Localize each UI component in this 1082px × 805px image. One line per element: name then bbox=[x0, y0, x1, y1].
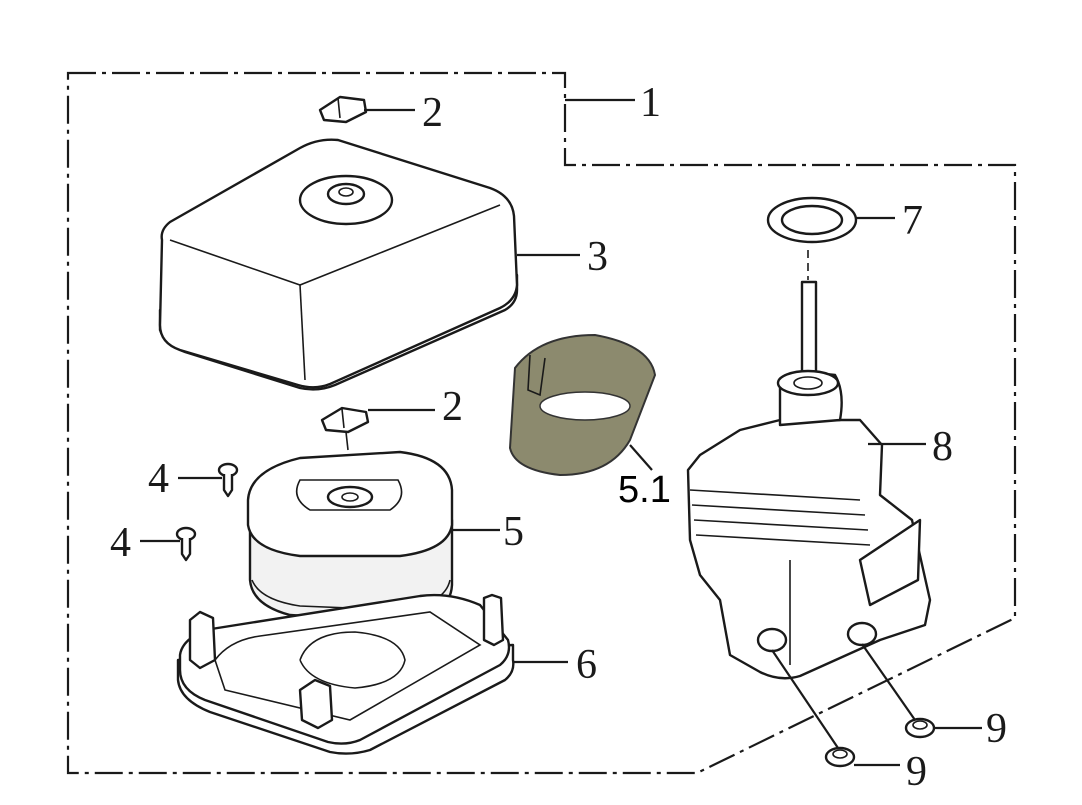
callout-5-1: 5.1 bbox=[618, 469, 671, 511]
callout-4-upper: 4 bbox=[148, 456, 169, 502]
callout-1: 1 bbox=[640, 80, 661, 126]
callout-5: 5 bbox=[503, 509, 524, 555]
screw-upper bbox=[217, 462, 239, 498]
callout-4-lower: 4 bbox=[110, 520, 131, 566]
callout-2-top: 2 bbox=[422, 90, 443, 136]
flange-nut-right bbox=[904, 717, 936, 739]
wing-nut-lower bbox=[320, 406, 370, 451]
seal-ring bbox=[766, 196, 858, 244]
callout-6: 6 bbox=[576, 642, 597, 688]
callout-9-right: 9 bbox=[986, 706, 1007, 752]
callout-labels: 1 2 3 2 4 4 5 5.1 6 7 8 9 9 bbox=[110, 80, 1007, 795]
assembly-boundary bbox=[66, 71, 1017, 775]
air-cleaner-elbow-housing bbox=[686, 250, 932, 680]
callout-8: 8 bbox=[932, 424, 953, 470]
foam-sleeve-opening bbox=[539, 391, 631, 421]
foam-pre-filter-sleeve bbox=[508, 333, 657, 477]
flange-nut-lower bbox=[824, 746, 856, 768]
air-cleaner-cover bbox=[158, 138, 519, 391]
filter-element bbox=[246, 450, 454, 624]
callout-2-lower: 2 bbox=[442, 384, 463, 430]
air-cleaner-base bbox=[176, 593, 515, 755]
callout-9-lower: 9 bbox=[906, 749, 927, 795]
callout-7: 7 bbox=[902, 198, 923, 244]
screw-lower bbox=[175, 526, 197, 562]
leader-lines bbox=[140, 98, 982, 767]
wing-nut-top bbox=[318, 95, 368, 124]
callout-3: 3 bbox=[587, 234, 608, 280]
